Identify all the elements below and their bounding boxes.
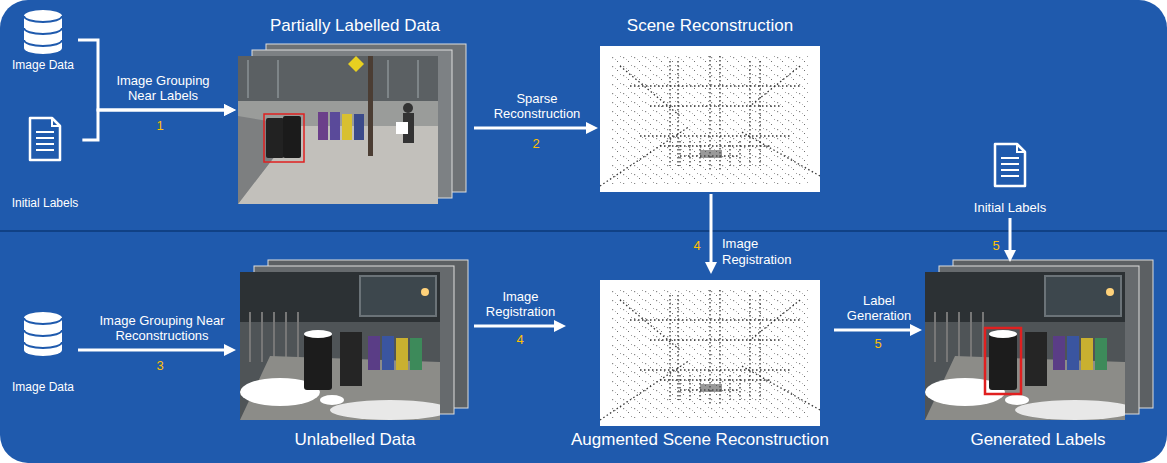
step-number: 1: [150, 118, 170, 134]
node-title: Augmented Scene Reconstruction: [571, 430, 829, 450]
figure-node: Initial Labels: [960, 138, 1060, 218]
step-number: 3: [150, 358, 170, 374]
arrow-label: Image Registration: [477, 289, 564, 320]
figure-node: Unlabelled Data: [236, 266, 474, 452]
arrow-label: Label Generation: [838, 293, 920, 324]
flow-arrow: [834, 329, 914, 332]
background-panel: [0, 230, 1167, 232]
database-icon: [24, 10, 62, 54]
arrow-label: Image Grouping Near Labels: [104, 73, 222, 104]
node-title: Image Data: [12, 380, 74, 394]
figure-node: Image Data: [8, 8, 78, 74]
image-stack: [925, 272, 1135, 420]
node-title: Initial Labels: [974, 200, 1046, 216]
arrow-label: Image Grouping Near Reconstructions: [90, 313, 234, 344]
arrow-label: Sparse Reconstruction: [478, 91, 596, 122]
image-stack: [985, 328, 1021, 394]
document-icon: [995, 144, 1025, 186]
figure-node: Image Data: [8, 308, 78, 396]
node-title: Scene Reconstruction: [627, 16, 793, 36]
point-cloud: [600, 46, 820, 426]
node-title: Generated Labels: [970, 430, 1105, 450]
figure-node: Partially Labelled Data: [236, 14, 474, 210]
node-title: Image Data: [12, 58, 74, 72]
document-icon: [30, 118, 1025, 186]
flow-arrow: [710, 194, 713, 266]
step-number: 4: [687, 238, 707, 254]
flow-arrow: [474, 325, 558, 328]
document-icon: [30, 118, 60, 160]
figure-node: Generated Labels: [922, 262, 1154, 452]
node-title: Unlabelled Data: [295, 430, 416, 450]
figure-node: Augmented Scene Reconstruction: [566, 274, 834, 452]
arrow-label: Image Registration: [722, 236, 808, 267]
flow-arrow: [474, 127, 590, 130]
flow-arrow: [82, 110, 228, 140]
step-number: 2: [526, 136, 546, 152]
step-number: 4: [510, 332, 530, 348]
figure-node: Initial Labels: [8, 112, 83, 212]
database-icon: [24, 312, 62, 356]
flow-arrow: [78, 40, 228, 110]
point-cloud: [600, 46, 820, 192]
node-title: Initial Labels: [12, 196, 79, 210]
step-number: 5: [868, 336, 888, 352]
step-number: 5: [986, 238, 1006, 254]
figure-node: Scene Reconstruction: [598, 14, 822, 194]
image-stack: [240, 272, 450, 420]
flow-arrow: [1009, 218, 1012, 254]
point-cloud: [600, 280, 820, 426]
image-stack: [238, 56, 438, 204]
node-title: Partially Labelled Data: [270, 16, 440, 36]
flow-arrow: [78, 349, 228, 352]
